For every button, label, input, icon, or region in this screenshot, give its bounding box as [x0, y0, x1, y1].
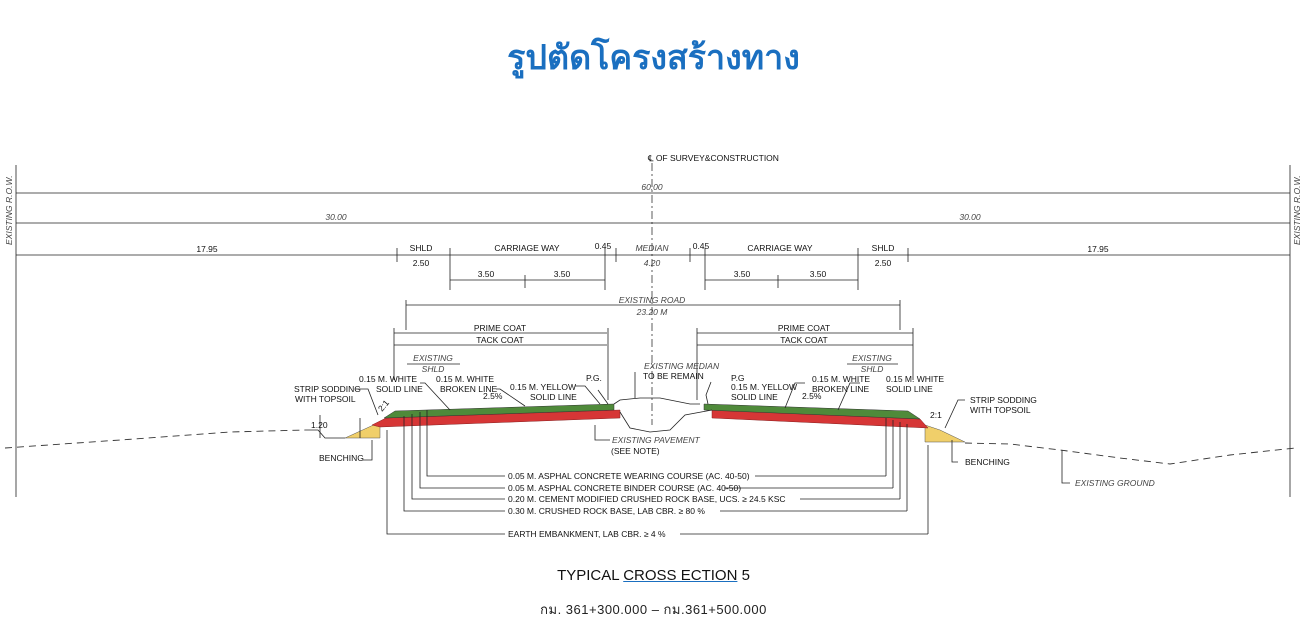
gap-right: 0.45	[693, 241, 710, 251]
white-broken-left-2: BROKEN LINE	[440, 384, 497, 394]
existing-pavement-note: (SEE NOTE)	[611, 446, 660, 456]
carriage-left-label: CARRIAGE WAY	[494, 243, 560, 253]
slope-left: 2.5%	[483, 391, 503, 401]
white-broken-right-2: BROKEN LINE	[812, 384, 869, 394]
strip-right-2: WITH TOPSOIL	[970, 405, 1031, 415]
benching-left: BENCHING	[319, 453, 364, 463]
existing-shld-left-2: SHLD	[422, 364, 445, 374]
existing-median-label-2: TO BE REMAIN	[643, 371, 704, 381]
page-title: รูปตัดโครงสร้างทาง	[507, 38, 800, 78]
dim-side-right: 17.95	[1087, 244, 1109, 254]
white-solid-left-2: SOLID LINE	[376, 384, 423, 394]
caption-suffix: 5	[737, 567, 750, 584]
side-slope-left: 2:1	[376, 398, 391, 414]
tack-coat-right: TACK COAT	[780, 335, 827, 345]
station-range: กม. 361+300.000 – กม.361+500.000	[540, 602, 767, 617]
yellow-left: 0.15 M. YELLOW	[510, 382, 576, 392]
shld-left-width: 2.50	[413, 258, 430, 268]
bench-left	[305, 429, 345, 439]
benching-right: BENCHING	[965, 457, 1010, 467]
pg-left: P.G.	[586, 373, 602, 383]
white-solid-right: 0.15 M. WHITE	[886, 374, 944, 384]
yellow-left-2: SOLID LINE	[530, 392, 577, 402]
section-caption: TYPICAL CROSS ECTION 5	[0, 567, 1307, 584]
centerline-label: ℄ OF SURVEY&CONSTRUCTION	[647, 153, 779, 163]
caption-prefix: TYPICAL	[557, 567, 624, 584]
gap-left: 0.45	[595, 241, 612, 251]
white-solid-right-2: SOLID LINE	[886, 384, 933, 394]
layer-callout-lines	[386, 410, 929, 535]
dim-side-left: 17.95	[196, 244, 218, 254]
yellow-right: 0.15 M. YELLOW	[731, 382, 797, 392]
existing-pavement-profile	[619, 409, 713, 433]
existing-ground-left	[4, 429, 306, 449]
existing-shld-left: EXISTING	[413, 353, 453, 363]
dim-half-right: 30.00	[959, 212, 981, 222]
existing-road-width: 23.20 M	[636, 307, 669, 317]
layer-cement-base: 0.20 M. CEMENT MODIFIED CRUSHED ROCK BAS…	[508, 494, 786, 504]
asphalt-layer-right	[703, 403, 921, 420]
lane-l1: 3.50	[478, 269, 495, 279]
row-label-right: EXISTING R.O.W.	[1292, 175, 1302, 245]
existing-road-label: EXISTING ROAD	[619, 295, 686, 305]
strip-left-2: WITH TOPSOIL	[295, 394, 356, 404]
pg-right: P.G	[731, 373, 745, 383]
strip-left: STRIP SODDING	[294, 384, 361, 394]
lane-r2: 3.50	[810, 269, 827, 279]
asphalt-layer-left	[383, 403, 615, 419]
base-layer-left	[371, 409, 621, 428]
layer-crushed-base: 0.30 M. CRUSHED ROCK BASE, LAB CBR. ≥ 80…	[508, 506, 705, 516]
tack-coat-left: TACK COAT	[476, 335, 523, 345]
fill-right	[924, 424, 966, 443]
carriage-right-label: CARRIAGE WAY	[747, 243, 813, 253]
dim-total: 60.00	[641, 182, 663, 192]
side-slope-right: 2:1	[930, 410, 942, 420]
shld-right-label: SHLD	[872, 243, 895, 253]
white-broken-left: 0.15 M. WHITE	[436, 374, 494, 384]
fill-left	[344, 421, 381, 439]
dimension-lines	[16, 192, 1290, 400]
leader-lines	[319, 372, 1070, 484]
prime-coat-left: PRIME COAT	[474, 323, 526, 333]
existing-median-label: EXISTING MEDIAN	[644, 361, 720, 371]
median-top	[613, 397, 700, 405]
median-label: MEDIAN	[635, 243, 669, 253]
shld-left-label: SHLD	[410, 243, 433, 253]
lane-l2: 3.50	[554, 269, 571, 279]
layer-wearing: 0.05 M. ASPHAL CONCRETE WEARING COURSE (…	[508, 471, 750, 481]
lane-r1: 3.50	[734, 269, 751, 279]
existing-pavement-label: EXISTING PAVEMENT	[612, 435, 701, 445]
white-solid-left: 0.15 M. WHITE	[359, 374, 417, 384]
existing-shld-right: EXISTING	[852, 353, 892, 363]
caption-link[interactable]: CROSS ECTION	[623, 567, 738, 584]
shld-right-width: 2.50	[875, 258, 892, 268]
slope-right: 2.5%	[802, 391, 822, 401]
white-broken-right: 0.15 M. WHITE	[812, 374, 870, 384]
row-label-left: EXISTING R.O.W.	[4, 175, 14, 245]
median-width: 4.20	[644, 258, 661, 268]
existing-ground-right	[964, 442, 1296, 465]
existing-shld-right-2: SHLD	[861, 364, 884, 374]
layer-binder: 0.05 M. ASPHAL CONCRETE BINDER COURSE (A…	[508, 483, 741, 493]
yellow-right-2: SOLID LINE	[731, 392, 778, 402]
prime-coat-right: PRIME COAT	[778, 323, 830, 333]
depth-left: 1.20	[311, 420, 328, 430]
existing-ground-label: EXISTING GROUND	[1075, 478, 1155, 488]
dim-half-left: 30.00	[325, 212, 347, 222]
layer-embankment: EARTH EMBANKMENT, LAB CBR. ≥ 4 %	[508, 529, 666, 539]
strip-right: STRIP SODDING	[970, 395, 1037, 405]
